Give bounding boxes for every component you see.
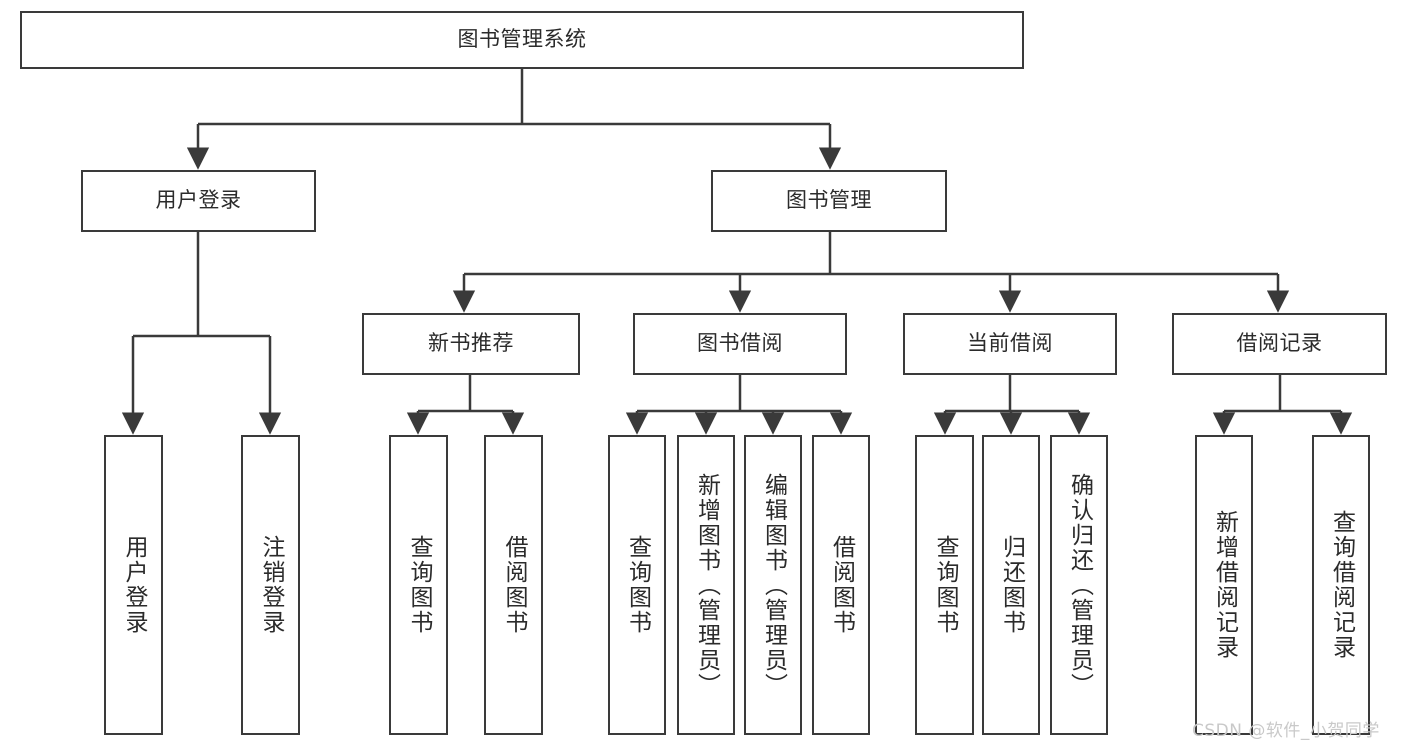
node-book-borrow-label: 图书借阅	[697, 331, 783, 356]
leaf-user-login-label: 用户登录	[121, 535, 147, 635]
leaf-logout[interactable]: 注销登录	[241, 435, 300, 735]
leaf-confirm-return-admin[interactable]: 确认归还（管理员）	[1050, 435, 1108, 735]
node-root[interactable]: 图书管理系统	[20, 11, 1024, 69]
leaf-logout-label: 注销登录	[258, 535, 284, 635]
leaf-user-login[interactable]: 用户登录	[104, 435, 163, 735]
node-user-login-label: 用户登录	[155, 188, 242, 213]
leaf-query-borrow-record-label: 查询借阅记录	[1328, 510, 1355, 660]
leaf-return-book[interactable]: 归还图书	[982, 435, 1040, 735]
leaf-borrow-book-2-label: 借阅图书	[828, 535, 855, 635]
node-new-book-recommend-label: 新书推荐	[428, 331, 514, 356]
node-book-borrow[interactable]: 图书借阅	[633, 313, 847, 375]
leaf-query-book-3[interactable]: 查询图书	[915, 435, 974, 735]
node-user-login[interactable]: 用户登录	[81, 170, 316, 232]
node-book-manage[interactable]: 图书管理	[711, 170, 947, 232]
leaf-query-book-2-label: 查询图书	[624, 535, 651, 635]
node-new-book-recommend[interactable]: 新书推荐	[362, 313, 580, 375]
leaf-add-borrow-record-label: 新增借阅记录	[1211, 510, 1238, 660]
node-current-borrow[interactable]: 当前借阅	[903, 313, 1117, 375]
leaf-query-book-1[interactable]: 查询图书	[389, 435, 448, 735]
leaf-add-book-admin-label: 新增图书（管理员）	[693, 472, 720, 698]
leaf-query-book-1-label: 查询图书	[406, 535, 432, 635]
node-borrow-record-label: 借阅记录	[1236, 331, 1323, 356]
node-book-manage-label: 图书管理	[786, 188, 872, 213]
leaf-edit-book-admin[interactable]: 编辑图书（管理员）	[744, 435, 802, 735]
leaf-borrow-book-2[interactable]: 借阅图书	[812, 435, 870, 735]
leaf-confirm-return-admin-label: 确认归还（管理员）	[1066, 472, 1093, 698]
leaf-add-borrow-record[interactable]: 新增借阅记录	[1195, 435, 1253, 735]
leaf-query-book-3-label: 查询图书	[932, 535, 958, 635]
leaf-add-book-admin[interactable]: 新增图书（管理员）	[677, 435, 735, 735]
watermark-text: CSDN @软件_小贺同学	[1192, 721, 1380, 741]
leaf-edit-book-admin-label: 编辑图书（管理员）	[760, 472, 787, 698]
leaf-borrow-book-1[interactable]: 借阅图书	[484, 435, 543, 735]
leaf-query-borrow-record[interactable]: 查询借阅记录	[1312, 435, 1370, 735]
leaf-borrow-book-1-label: 借阅图书	[501, 535, 527, 635]
leaf-query-book-2[interactable]: 查询图书	[608, 435, 666, 735]
node-root-label: 图书管理系统	[457, 27, 587, 52]
node-current-borrow-label: 当前借阅	[967, 331, 1053, 356]
leaf-return-book-label: 归还图书	[998, 535, 1025, 635]
node-borrow-record[interactable]: 借阅记录	[1172, 313, 1387, 375]
